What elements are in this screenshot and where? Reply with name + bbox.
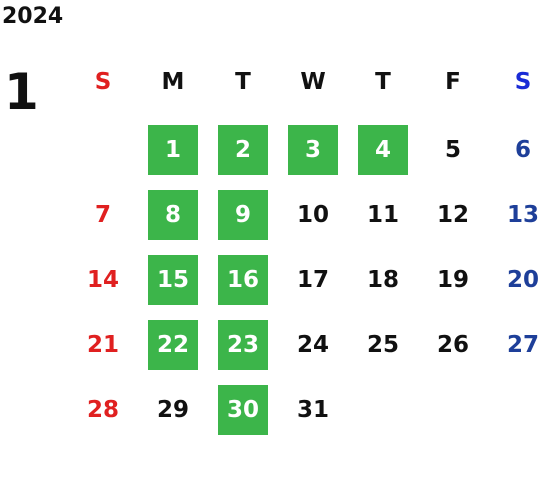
day-cell: 31	[296, 397, 329, 423]
day-cell: 10	[296, 202, 329, 228]
day-cell: 28	[86, 397, 119, 423]
highlighted-day-cell: 3	[288, 125, 338, 175]
highlighted-day-cell: 2	[218, 125, 268, 175]
weekday-header: S	[94, 69, 112, 95]
highlighted-day-cell: 16	[218, 255, 268, 305]
day-cell: 11	[366, 202, 399, 228]
highlighted-day-cell: 8	[148, 190, 198, 240]
day-cell: 14	[86, 267, 119, 293]
day-cell: 24	[296, 332, 329, 358]
day-cell: 17	[296, 267, 329, 293]
weekday-header: T	[375, 69, 391, 95]
day-cell: 29	[156, 397, 189, 423]
highlighted-day-cell: 22	[148, 320, 198, 370]
day-cell: 6	[514, 137, 531, 163]
day-cell: 5	[444, 137, 461, 163]
weekday-header: F	[445, 69, 461, 95]
day-cell: 20	[506, 267, 539, 293]
day-cell: 18	[366, 267, 399, 293]
highlighted-day-cell: 30	[218, 385, 268, 435]
weekday-header: T	[235, 69, 251, 95]
highlighted-day-cell: 23	[218, 320, 268, 370]
day-cell: 19	[436, 267, 469, 293]
highlighted-day-cell: 4	[358, 125, 408, 175]
day-cell: 27	[506, 332, 539, 358]
day-cell: 25	[366, 332, 399, 358]
year-label: 2024	[2, 4, 64, 29]
day-cell: 13	[506, 202, 539, 228]
month-number: 1	[4, 63, 39, 121]
weekday-header: W	[300, 69, 326, 95]
weekday-header: M	[161, 69, 185, 95]
weekday-header: S	[514, 69, 532, 95]
day-cell: 12	[436, 202, 469, 228]
day-cell: 7	[94, 202, 111, 228]
highlighted-day-cell: 15	[148, 255, 198, 305]
highlighted-day-cell: 1	[148, 125, 198, 175]
highlighted-day-cell: 9	[218, 190, 268, 240]
day-cell: 26	[436, 332, 469, 358]
day-cell: 21	[86, 332, 119, 358]
